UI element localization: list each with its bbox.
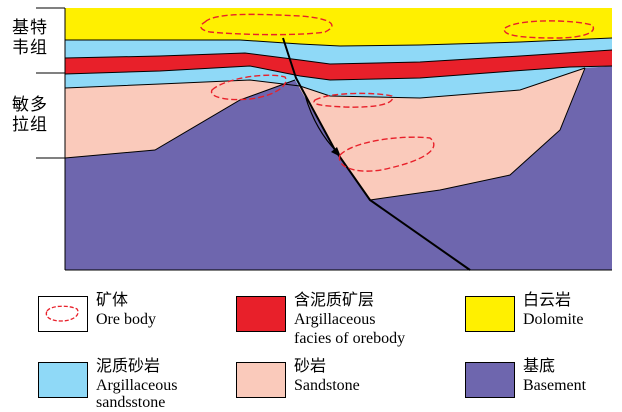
- legend-label-en: Argillaceous: [294, 310, 375, 329]
- legend-label-en: Ore body: [96, 310, 156, 329]
- legend-label-cn: 基底: [523, 356, 555, 376]
- legend-label-cn: 含泥质矿层: [294, 290, 374, 310]
- argillaceous-orebody-swatch: [236, 296, 286, 332]
- legend-label-en: Sandstone: [294, 376, 360, 395]
- sandstone-swatch: [236, 362, 286, 398]
- geologic-cross-section: [0, 0, 622, 280]
- dolomite-swatch: [465, 296, 515, 332]
- legend-label-cn: 矿体: [96, 290, 128, 310]
- ore-body-swatch: [38, 296, 88, 332]
- basement-swatch: [465, 362, 515, 398]
- formation-label-upper: 基特韦组: [12, 18, 48, 58]
- formation-label-lower: 敏多拉组: [12, 95, 48, 135]
- legend-label-cn: 砂岩: [294, 356, 326, 376]
- argillaceous-sandstone-swatch: [38, 362, 88, 398]
- legend-label-en: Dolomite: [523, 310, 583, 329]
- legend-label-en-line2: facies of orebody: [294, 329, 405, 348]
- ore-body-icon: [39, 297, 86, 330]
- legend-label-cn: 白云岩: [523, 290, 571, 310]
- legend-label-en: Basement: [523, 376, 586, 395]
- legend-label-en-line2: sandsstone: [96, 393, 165, 412]
- legend-label-cn: 泥质砂岩: [96, 356, 160, 376]
